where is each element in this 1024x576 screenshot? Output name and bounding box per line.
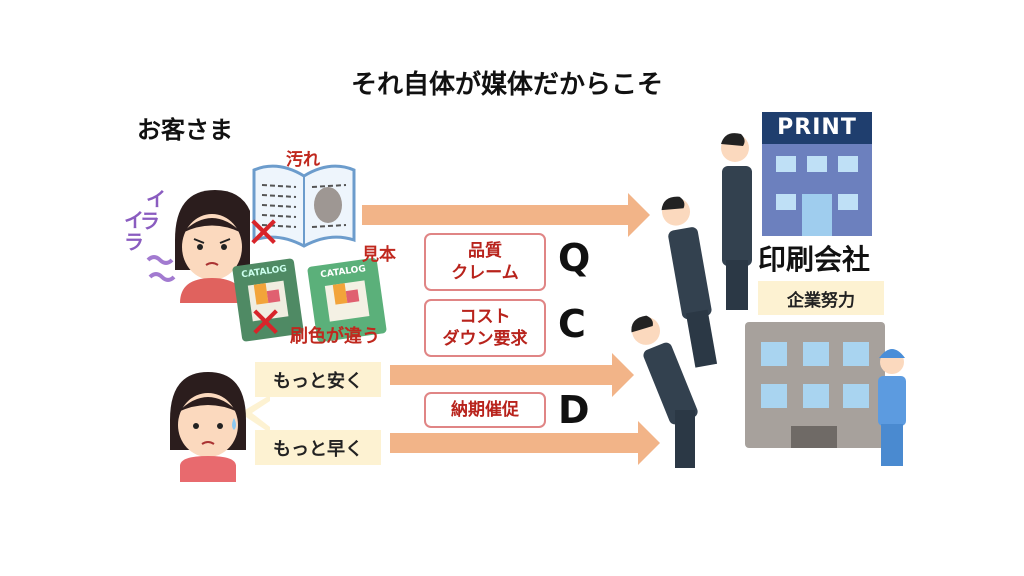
letter-q: Q <box>558 236 591 280</box>
deep-bowing-businessman <box>631 315 698 425</box>
box-line: 納期催促 <box>451 400 519 420</box>
corporate-effort-label: 企業努力 <box>758 281 884 315</box>
bubble-tail <box>240 395 270 433</box>
irritation-text: ラ <box>140 209 160 233</box>
box-line: ダウン要求 <box>442 329 528 349</box>
catalog-text: CATALOG <box>240 264 288 281</box>
arrow-right <box>362 193 650 237</box>
worried-customer-illustration <box>170 372 246 482</box>
stain-label: 汚れ <box>286 150 320 170</box>
letter-d: D <box>558 388 590 432</box>
stained-book-icon <box>252 164 356 248</box>
print-sign: PRINT <box>762 112 872 144</box>
print-company-building: PRINT <box>762 112 872 236</box>
factory-building <box>745 322 885 448</box>
box-line: コスト <box>459 307 511 327</box>
quality-claim-box: 品質 クレーム <box>424 233 546 291</box>
delivery-push-box: 納期催促 <box>424 392 546 428</box>
cost-down-box: コスト ダウン要求 <box>424 299 546 357</box>
slide-title: それ自体が媒体だからこそ <box>350 70 663 100</box>
standing-businessman <box>721 133 752 310</box>
customer-label: お客さま <box>137 116 233 144</box>
arrow-right <box>390 353 634 397</box>
catalog-text: CATALOG <box>319 264 367 281</box>
factory-worker-illustration <box>878 349 906 466</box>
cross-icon: ✕ <box>246 208 282 257</box>
box-line: クレーム <box>451 263 519 283</box>
color-mismatch-label: 刷色が違う <box>290 326 380 347</box>
irritation-text: ラ <box>124 230 144 254</box>
irritation-text: イ <box>146 187 166 211</box>
angry-customer-illustration <box>146 190 250 303</box>
bowing-businessmen-illustration <box>631 133 752 468</box>
sample-label: 見本 <box>362 245 396 265</box>
speech-bubble-cheaper: もっと安く <box>255 362 381 397</box>
box-line: 品質 <box>468 241 502 261</box>
speech-bubble-faster: もっと早く <box>255 430 381 465</box>
arrow-right <box>390 421 660 465</box>
cross-icon: ✕ <box>248 298 284 347</box>
bowing-businessman <box>661 196 718 368</box>
letter-c: C <box>558 302 586 346</box>
irritation-text: イ <box>124 208 144 232</box>
company-name: 印刷会社 <box>758 243 871 276</box>
